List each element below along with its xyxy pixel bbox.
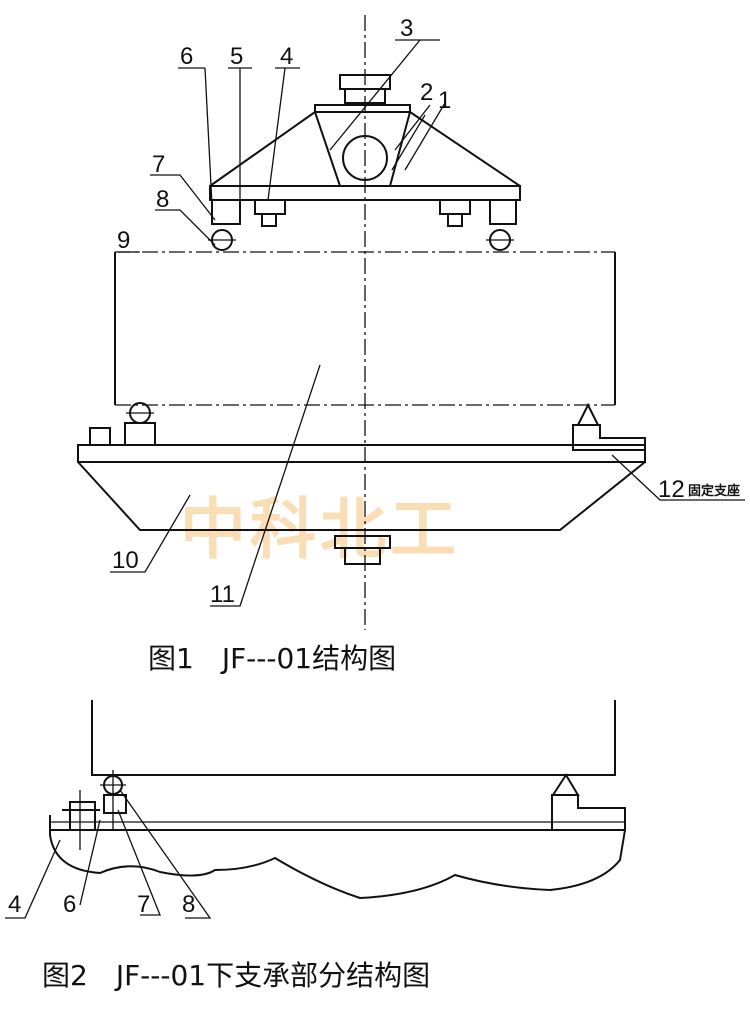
pin-circle — [342, 135, 388, 181]
vessel-body — [115, 251, 615, 406]
fig2-label-7: 7 — [137, 891, 150, 918]
upper-frame — [209, 111, 521, 187]
label-12-text: 固定支座 — [688, 483, 740, 499]
figure-1: 3 2 1 6 5 4 7 8 9 10 11 12 固定支座 图1 JF---… — [77, 15, 745, 675]
label-2: 2 — [420, 79, 433, 106]
crossbar — [209, 185, 521, 201]
base — [77, 444, 646, 463]
figure-1-caption: 图1 JF---01结构图 — [148, 642, 396, 675]
wavy-break-line — [49, 815, 626, 900]
label-11: 11 — [210, 581, 235, 608]
fig2-label-4: 4 — [8, 891, 21, 918]
label-4: 4 — [280, 43, 293, 70]
label-5: 5 — [230, 43, 243, 70]
label-6: 6 — [180, 43, 193, 70]
label-1: 1 — [438, 87, 451, 114]
fixed-support — [576, 402, 600, 426]
vessel-body-lower — [91, 700, 616, 776]
label-3: 3 — [400, 15, 413, 42]
label-9: 9 — [117, 227, 130, 254]
figure-2-caption: 图2 JF---01下支承部分结构图 — [42, 959, 430, 992]
fig2-label-6: 6 — [63, 891, 76, 918]
figure-2: 4 6 7 8 图2 JF---01下支承部分结构图 — [5, 700, 626, 992]
label-8: 8 — [156, 186, 169, 213]
label-10: 10 — [112, 547, 139, 574]
label-7: 7 — [152, 151, 165, 178]
label-12: 12 — [658, 476, 685, 503]
fig2-label-8: 8 — [182, 891, 195, 918]
